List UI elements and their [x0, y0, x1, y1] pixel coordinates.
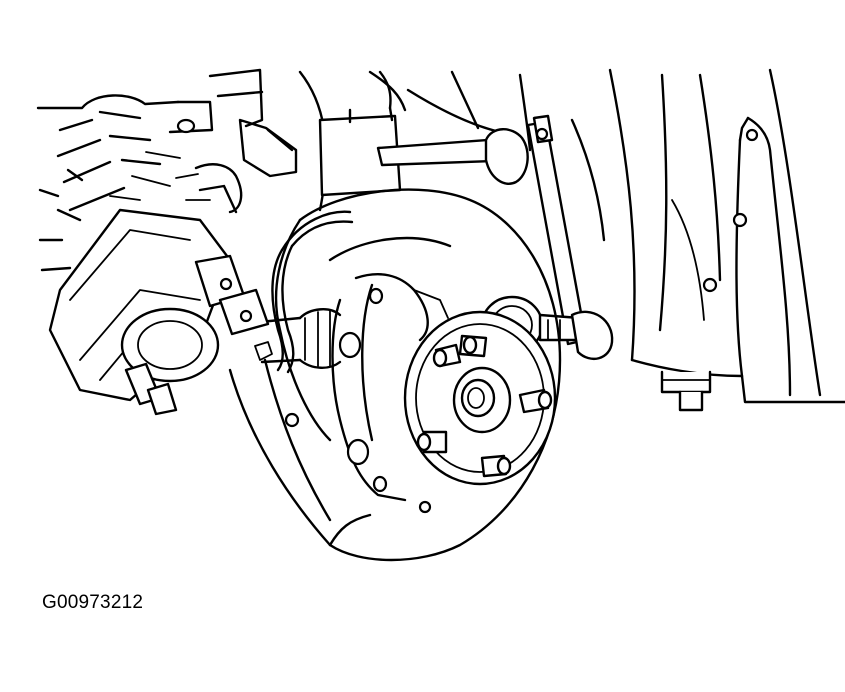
mounting-bolt-lower-right	[660, 370, 712, 412]
wheel-stud-bottom-left	[416, 430, 448, 454]
drive-shaft-boot	[258, 308, 342, 369]
wheel-stud-upper-right	[458, 334, 488, 358]
brake-disc-rotor	[228, 188, 562, 562]
wheel-stud-top	[432, 343, 462, 368]
figure-code-label: G00973212	[42, 592, 144, 613]
wheel-stud-right	[518, 388, 553, 414]
transaxle-housing	[36, 68, 298, 272]
dial-indicator-stand	[318, 106, 588, 346]
brake-caliper	[48, 208, 273, 416]
wheel-well-liner	[518, 68, 845, 404]
steering-knuckle	[331, 273, 449, 502]
brake-hose	[271, 210, 354, 374]
wheel-stud-bottom-right	[480, 454, 512, 478]
